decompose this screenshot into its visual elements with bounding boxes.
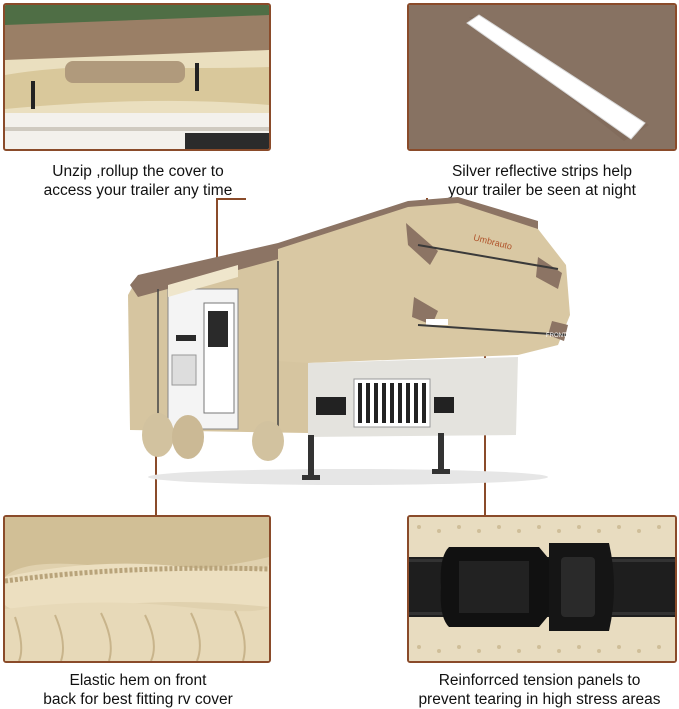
tension-buckle-illustration [409,517,675,661]
caption-elastic-hem: Elastic hem on front back for best fitti… [6,671,270,709]
rv-svg [128,197,570,485]
caption-tension-panels-line-1: Reinforrced tension panels to [438,672,641,689]
caption-elastic-hem-line-1: Elastic hem on front [69,672,207,689]
reflective-strip-illustration [409,5,675,149]
zipper-rollup-illustration [5,5,269,149]
caption-reflective-line-1: Silver reflective strips help [451,163,633,180]
caption-zipper-line-1: Unzip ,rollup the cover to [52,163,224,180]
caption-reflective: Silver reflective strips help your trail… [402,162,679,200]
connector-hem-vertical [155,432,157,516]
caption-elastic-hem-line-2: back for best fitting rv cover [43,691,233,708]
connector-zipper-vertical [216,198,218,266]
rv-front-label: FRONT [546,333,567,339]
connector-zipper-horizontal [216,198,246,200]
detail-photo-reflective-strip [407,3,677,151]
caption-tension-panels: Reinforrced tension panels to prevent te… [400,671,679,709]
caption-tension-panels-line-2: prevent tearing in high stress areas [418,691,661,708]
caption-reflective-line-2: your trailer be seen at night [448,182,636,199]
rv-cover-illustration: Umbrauto FRONT [118,185,578,490]
detail-photo-tension-buckle [407,515,677,663]
elastic-hem-illustration [5,517,269,661]
detail-photo-zipper [3,3,271,151]
caption-zipper: Unzip ,rollup the cover to access your t… [6,162,270,200]
detail-photo-elastic-hem [3,515,271,663]
caption-zipper-line-2: access your trailer any time [43,182,233,199]
